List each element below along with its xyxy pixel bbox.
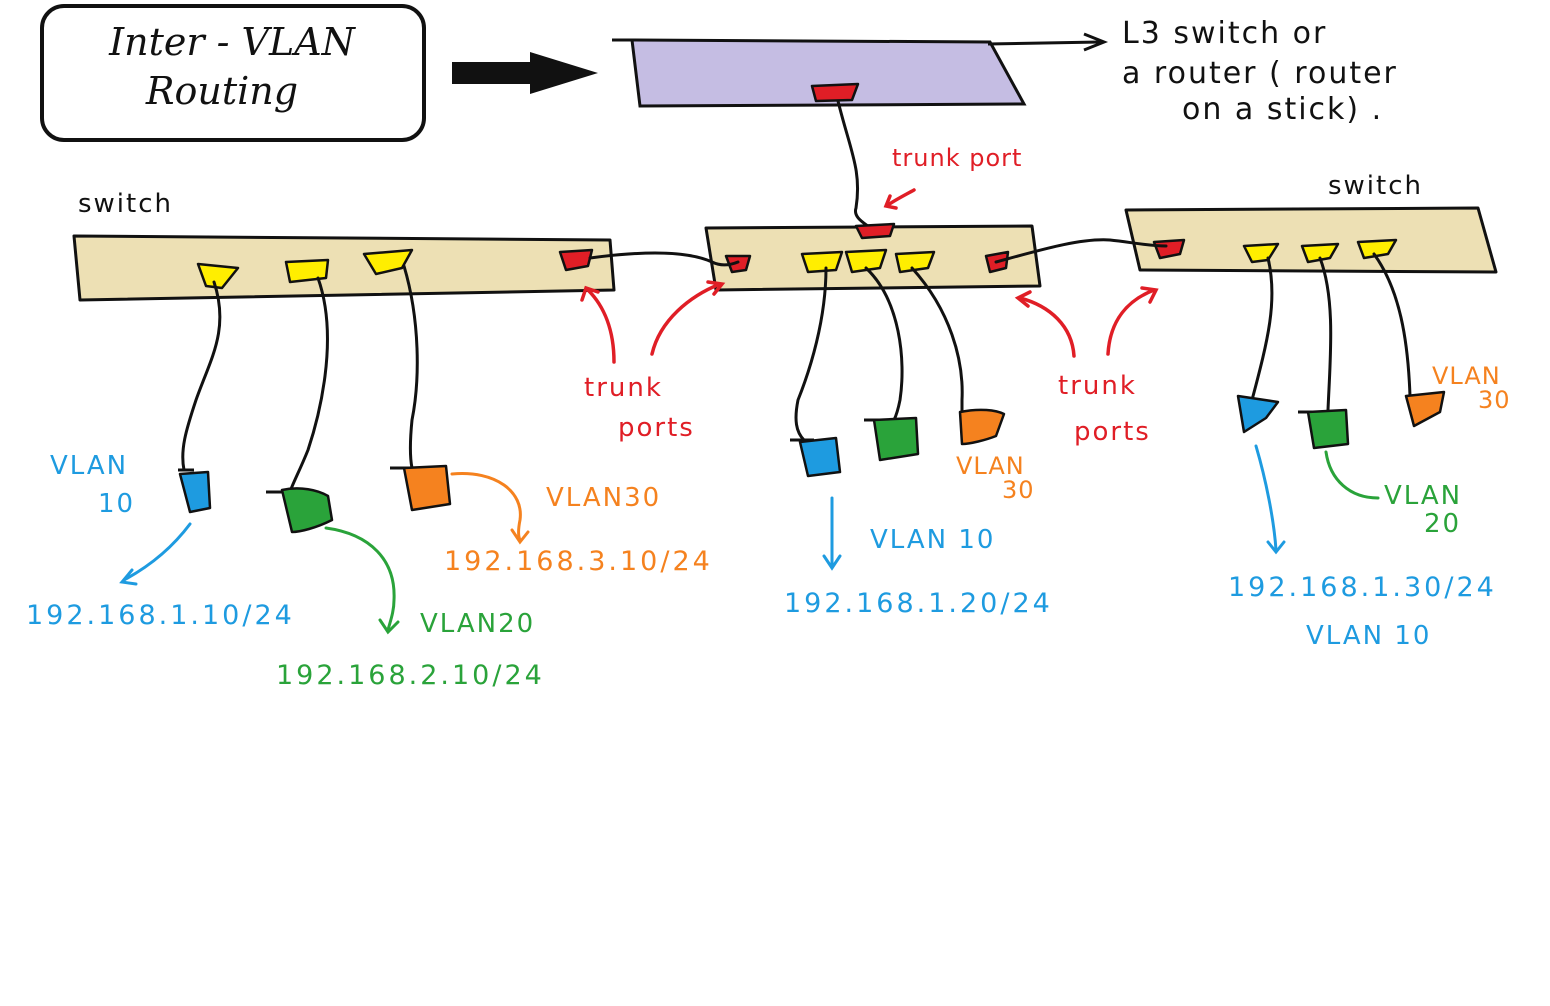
title-box: Inter - VLAN Routing — [40, 4, 426, 142]
right-host-vlan30 — [1404, 390, 1446, 428]
right-vlan30-label-line-1: VLAN — [1432, 362, 1501, 390]
mid-vlan30-label-line-2: 30 — [1002, 476, 1035, 504]
left-switch-trunk-port — [558, 248, 594, 272]
trunk-arrow-right-1-icon — [1018, 296, 1076, 358]
mid-host-vlan30 — [958, 408, 1006, 446]
left-cable-vlan30 — [402, 264, 419, 470]
left-switch-port-2 — [284, 258, 330, 284]
left-vlan10-ip: 192.168.1.10/24 — [26, 600, 295, 631]
router-label-line-2: a router ( router — [1122, 56, 1398, 91]
mid-vlan10-label: VLAN 10 — [870, 525, 995, 555]
left-vlan30-arrow-icon — [450, 472, 522, 542]
left-vlan10-label-line-2: 10 — [98, 489, 135, 519]
right-switch-port-2 — [1300, 242, 1340, 264]
router-label-arrow-icon — [987, 40, 1101, 46]
router-label-line-1: L3 switch or — [1122, 16, 1327, 51]
big-arrow-icon — [452, 52, 598, 94]
middle-switch-port-2 — [844, 248, 888, 274]
left-switch-port-1 — [196, 262, 240, 290]
right-cable-vlan30 — [1372, 252, 1412, 398]
left-vlan10-label-line-1: VLAN — [50, 451, 128, 481]
left-vlan20-ip: 192.168.2.10/24 — [276, 660, 545, 691]
left-vlan10-arrow-icon — [122, 522, 192, 582]
trunk-port-arrow-icon — [886, 188, 916, 207]
mid-vlan30-label-line-1: VLAN — [956, 452, 1025, 480]
trunk-port-label: trunk port — [892, 144, 1022, 172]
trunk-ports-label-left: trunk ports — [580, 280, 726, 443]
router-trunk-port — [810, 82, 860, 103]
left-vlan30-label: VLAN30 — [546, 483, 661, 513]
right-vlan20-label-line-2: 20 — [1424, 509, 1461, 539]
router-uplink-cable — [836, 99, 876, 234]
router-body — [630, 38, 1027, 108]
middle-switch-port-1 — [800, 250, 844, 274]
right-cable-vlan10 — [1250, 256, 1274, 402]
left-switch-port-3 — [362, 248, 414, 276]
right-vlan20-label-line-1: VLAN — [1384, 481, 1462, 511]
title-line-1: Inter - VLAN — [108, 20, 357, 64]
mid-host-vlan10 — [798, 436, 842, 478]
trunk-ports-label-right: trunk ports — [1014, 286, 1159, 447]
middle-switch — [704, 222, 1042, 292]
trunk-ports-left-line-1: trunk — [584, 373, 663, 403]
right-switch-port-3 — [1356, 238, 1398, 260]
left-cable-vlan20 — [288, 276, 329, 494]
middle-switch-uplink-port — [854, 222, 896, 240]
right-vlan20-arrow-icon — [1324, 450, 1380, 500]
left-cable-vlan10 — [181, 280, 222, 472]
mid-cable-vlan10 — [794, 266, 828, 442]
right-switch — [1124, 206, 1498, 274]
right-cable-vlan20 — [1318, 256, 1333, 412]
mid-vlan10-ip: 192.168.1.20/24 — [784, 588, 1053, 619]
left-vlan30-ip: 192.168.3.10/24 — [444, 546, 713, 577]
left-vlan20-arrow-icon — [324, 526, 396, 632]
left-host-vlan10 — [178, 470, 212, 514]
mid-host-vlan20 — [872, 416, 920, 462]
trunk-arrow-left-1-icon — [586, 288, 616, 364]
right-switch-trunk-port — [1152, 238, 1186, 260]
router-label-line-3: on a stick) . — [1182, 92, 1383, 127]
right-vlan10-ip: 192.168.1.30/24 — [1228, 572, 1497, 603]
left-host-vlan30 — [402, 464, 452, 512]
right-switch-body — [1124, 206, 1498, 274]
left-switch-label: switch — [78, 189, 173, 219]
middle-switch-port-3 — [894, 250, 936, 274]
mid-cable-vlan30 — [910, 266, 964, 416]
left-host-vlan20 — [280, 487, 334, 534]
right-vlan10-label: VLAN 10 — [1306, 621, 1431, 651]
trunk-cable-right — [994, 238, 1168, 264]
trunk-ports-right-line-1: trunk — [1058, 371, 1137, 401]
title-line-2: Routing — [145, 69, 298, 113]
left-switch-body — [72, 234, 616, 302]
right-host-vlan20 — [1306, 408, 1350, 450]
l3-router: L3 switch or a router ( router on a stic… — [612, 16, 1398, 127]
mid-cable-vlan20 — [864, 266, 904, 422]
right-switch-label: switch — [1328, 171, 1423, 201]
left-switch — [72, 234, 616, 302]
right-vlan30-label-line-2: 30 — [1478, 386, 1511, 414]
trunk-arrow-right-2-icon — [1106, 288, 1156, 356]
right-vlan10-arrow-icon — [1254, 444, 1278, 552]
middle-switch-trunk-port-left — [724, 254, 752, 274]
left-vlan20-label: VLAN20 — [420, 609, 535, 639]
trunk-arrow-left-2-icon — [650, 282, 722, 356]
trunk-ports-right-line-2: ports — [1074, 417, 1151, 447]
trunk-cable-left — [588, 251, 740, 267]
right-host-vlan10 — [1236, 394, 1280, 434]
title-frame — [40, 4, 426, 142]
trunk-ports-left-line-2: ports — [618, 413, 695, 443]
